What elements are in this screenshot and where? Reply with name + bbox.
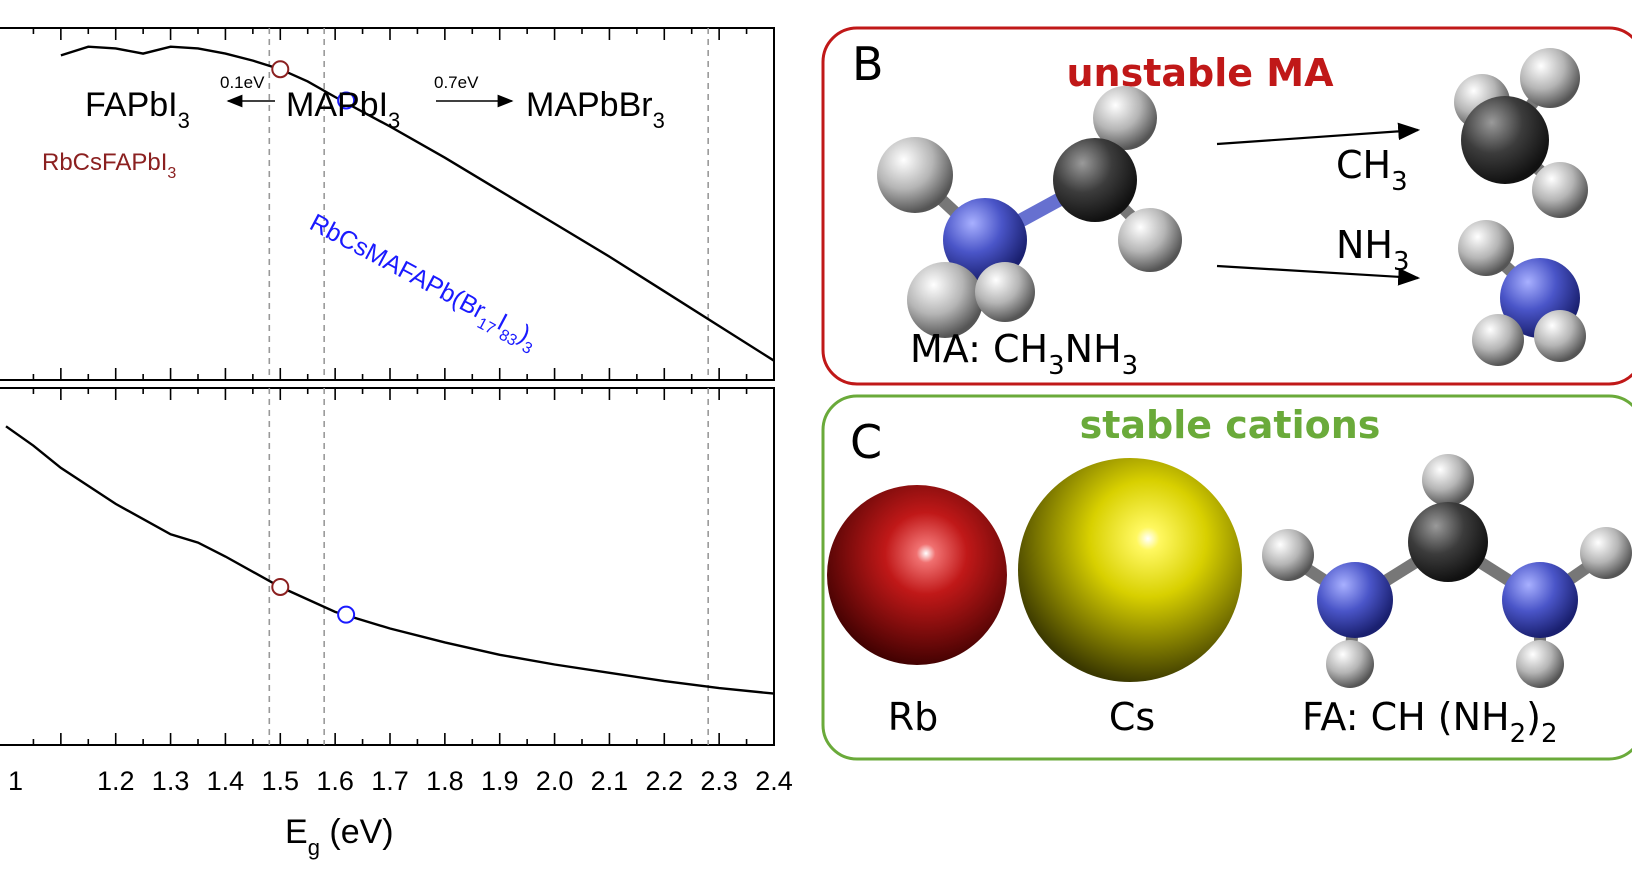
bottom-ticks [32,388,775,745]
hydrogen-atom [1520,48,1580,108]
fa-formula: FA: CH (NH2)2 [1302,695,1558,749]
hydrogen-atom [1516,640,1564,688]
nh3-molecule [1458,220,1586,366]
x-axis-label: Eg (eV) [285,813,394,860]
nitrogen-atom [1317,562,1393,638]
panel-b-title: unstable MA [1067,51,1335,95]
top-vlines [268,28,709,380]
panel-b-letter: B [852,37,884,91]
hydrogen-atom [1262,529,1314,581]
hydrogen-atom [1472,314,1524,366]
marker-rbcsfapbi3-top [271,60,290,79]
rbcsmafapb-label: RbCsMAFAPb(Br17I83)3 [302,209,543,358]
x-tick-label: 1 [8,766,23,796]
rb-label: Rb [888,695,939,739]
carbon-atom [1408,502,1488,582]
gap-right-label: 0.7eV [434,73,479,92]
bottom-vlines [268,388,709,745]
panel-b-border [821,26,1632,386]
x-tick-label: 1.4 [207,766,245,796]
hydrogen-atom [1580,527,1632,579]
panel-c: C stable cations Rb Cs FA: CH (NH2)2 [821,394,1632,761]
ch3-molecule [1454,48,1588,218]
top-axis-frame [0,27,775,381]
nh3-label: NH3 [1336,223,1410,277]
rb-atom [827,485,1007,665]
x-tick-labels: 1 1.2 1.3 1.4 1.5 1.6 1.7 1.8 1.9 2.0 2.1 2.2 2.3 2.4 [8,766,793,796]
x-tick-label: 1.9 [481,766,519,796]
fapbi3-label: FAPbI3 [85,86,190,133]
arrow-to-ch3 [1216,122,1421,146]
marker-rbcsfapbi3-bottom [271,577,290,596]
x-tick-label: 2.4 [755,766,793,796]
panel-b: B unstable MA CH3 NH3 [821,26,1632,386]
gap-left-label: 0.1eV [220,73,265,92]
rbcsfapbi3-label: RbCsFAPbI3 [42,149,176,182]
hydrogen-atom [1532,162,1588,218]
x-tick-label: 2.2 [646,766,684,796]
arrow-to-nh3 [1216,264,1421,286]
top-ticks [32,28,775,380]
x-tick-label: 1.8 [426,766,464,796]
hydrogen-atom [1326,640,1374,688]
mapbi3-label: MAPbI3 [286,86,400,133]
x-tick-label: 1.5 [262,766,300,796]
hydrogen-atom [907,262,983,338]
x-tick-label: 1.6 [316,766,354,796]
bottom-axis-frame [0,387,775,746]
fa-molecule [1262,454,1632,688]
cs-atom [1018,458,1242,682]
hydrogen-atom [1422,454,1474,506]
x-tick-label: 1.2 [97,766,135,796]
marker-rbcsmafapb-bottom [337,605,356,624]
carbon-atom [1053,138,1137,222]
x-tick-label: 2.1 [591,766,629,796]
hydrogen-atom [877,137,953,213]
hydrogen-atom [975,262,1035,322]
hydrogen-atom [1118,208,1182,272]
mapbbr3-label: MAPbBr3 [526,86,665,133]
hydrogen-atom [1093,86,1157,150]
carbon-atom [1461,96,1549,184]
x-tick-label: 1.7 [371,766,409,796]
top-curve [60,45,775,362]
nitrogen-atom [943,198,1027,282]
panel-c-title: stable cations [1080,403,1381,447]
x-tick-label: 2.0 [536,766,574,796]
ch3-label: CH3 [1336,143,1408,197]
panel-c-border [821,394,1632,761]
cs-label: Cs [1109,695,1155,739]
x-tick-label: 1.3 [152,766,190,796]
panel-c-letter: C [850,415,882,469]
bottom-curve [5,425,775,695]
top-chart: FAPbI3 0.1eV MAPbI3 0.7eV MAPbBr3 RbCsFA… [0,27,775,381]
nitrogen-atom [1502,562,1578,638]
hydrogen-atom [1458,220,1514,276]
marker-rbcsmafapb-top [337,91,356,110]
hydrogen-atom [1534,310,1586,362]
x-tick-label: 2.3 [700,766,738,796]
bottom-chart: 1 1.2 1.3 1.4 1.5 1.6 1.7 1.8 1.9 2.0 2.1 2.2 2.3 2.4… [0,387,793,860]
ma-formula: MA: CH3NH3 [910,327,1138,381]
ma-molecule [877,86,1182,338]
